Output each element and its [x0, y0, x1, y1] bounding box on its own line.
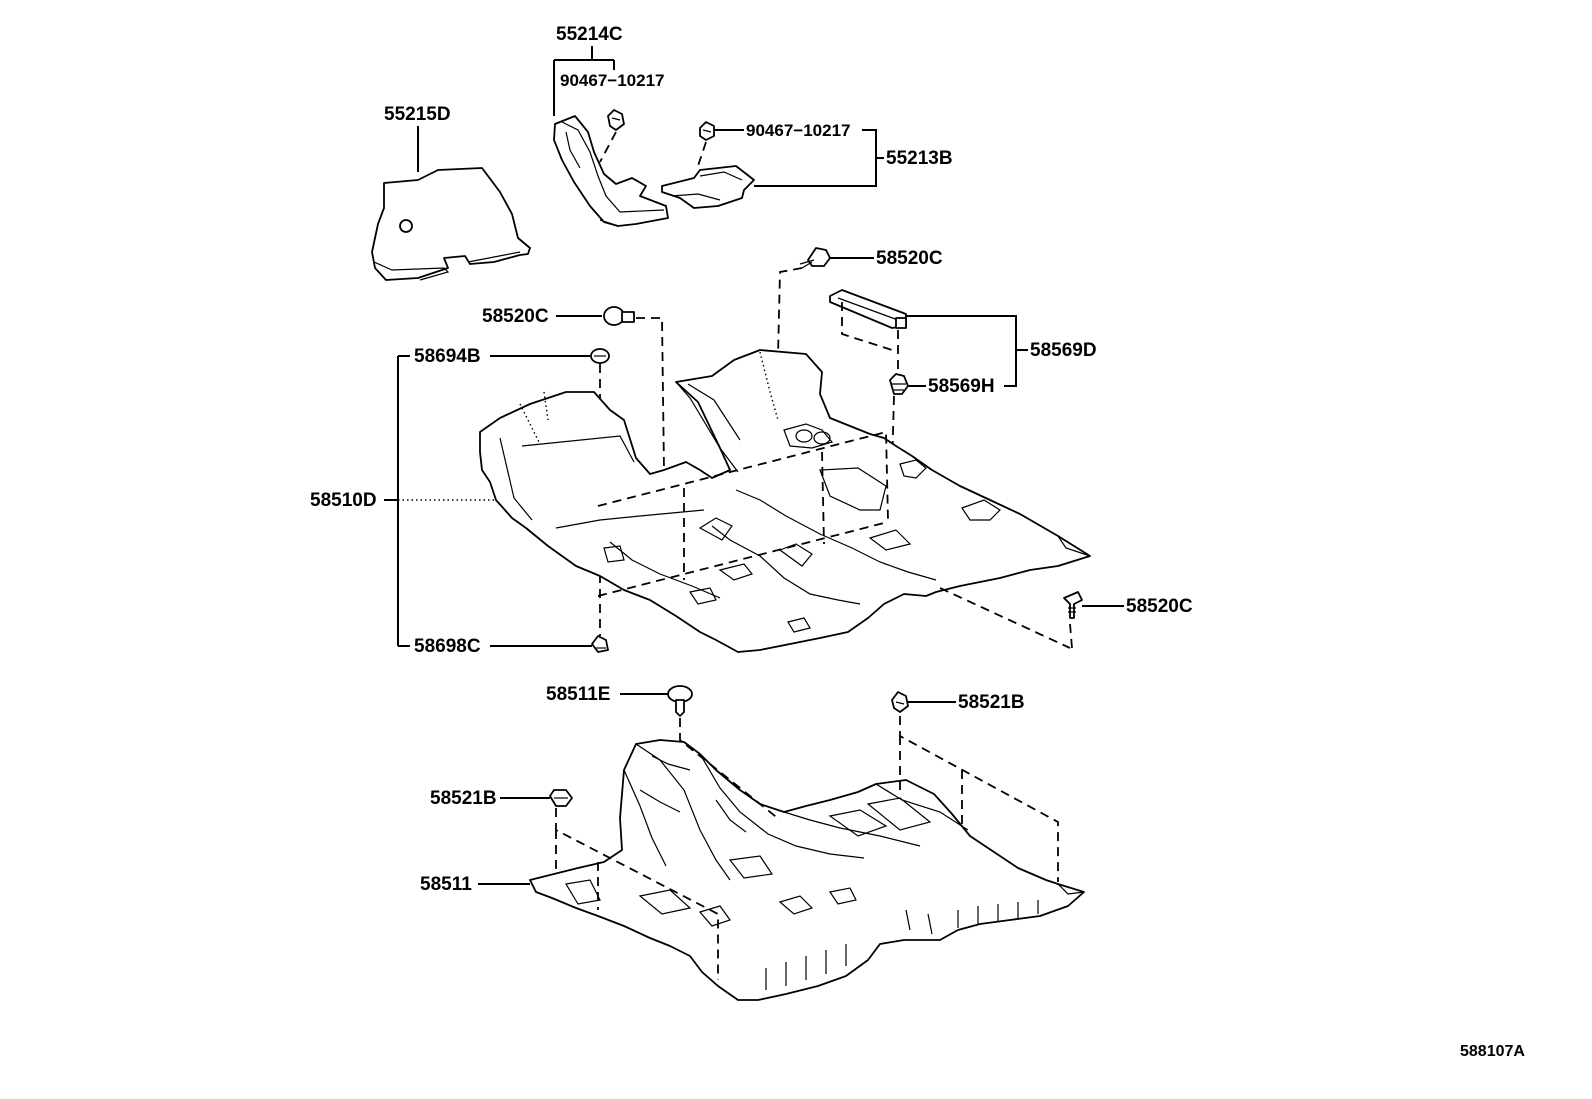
- label-55213B: 55213B: [886, 148, 953, 169]
- clip-58511E[interactable]: [667, 685, 693, 717]
- label-58569D: 58569D: [1030, 340, 1097, 361]
- label-55214C: 55214C: [556, 24, 623, 45]
- label-58520C-left: 58520C: [482, 306, 549, 327]
- label-90467-10217-top: 90467−10217: [560, 71, 664, 90]
- clip-90467-10217-top[interactable]: [607, 109, 625, 131]
- clip-58520C-left[interactable]: [603, 306, 635, 326]
- clip-58521B-left[interactable]: [549, 789, 573, 807]
- label-58698C: 58698C: [414, 636, 481, 657]
- label-58521B-right: 58521B: [958, 692, 1025, 713]
- label-58511: 58511: [420, 874, 472, 895]
- clip-58520C-right[interactable]: [1063, 591, 1083, 619]
- part-55214C-panel[interactable]: [553, 115, 669, 227]
- clip-58698C[interactable]: [591, 635, 609, 653]
- clip-58521B-right[interactable]: [891, 691, 909, 713]
- label-58521B-left: 58521B: [430, 788, 497, 809]
- leader-lines: [384, 46, 1124, 885]
- floor-rib-pattern: [765, 900, 1039, 990]
- label-58569H: 58569H: [928, 376, 995, 397]
- clip-58694B[interactable]: [590, 348, 610, 364]
- clip-58520C-top[interactable]: [799, 247, 831, 269]
- label-58520C-top: 58520C: [876, 248, 943, 269]
- label-58520C-right: 58520C: [1126, 596, 1193, 617]
- part-58511-floor-insulator[interactable]: [529, 739, 1085, 1001]
- part-55213B-panel[interactable]: [661, 165, 755, 209]
- part-58569D-cover[interactable]: [829, 289, 907, 329]
- label-58510D: 58510D: [310, 490, 377, 511]
- clip-90467-10217-right[interactable]: [699, 121, 715, 141]
- label-58511E: 58511E: [546, 684, 610, 705]
- label-58694B: 58694B: [414, 346, 481, 367]
- label-90467-10217-right: 90467−10217: [746, 121, 850, 140]
- clip-58569H[interactable]: [889, 373, 909, 395]
- diagram-reference-code: 588107A: [1460, 1043, 1525, 1060]
- part-55215D-silencer[interactable]: [371, 167, 531, 281]
- part-58510D-floor-carpet[interactable]: [479, 349, 1091, 653]
- label-55215D: 55215D: [384, 104, 451, 125]
